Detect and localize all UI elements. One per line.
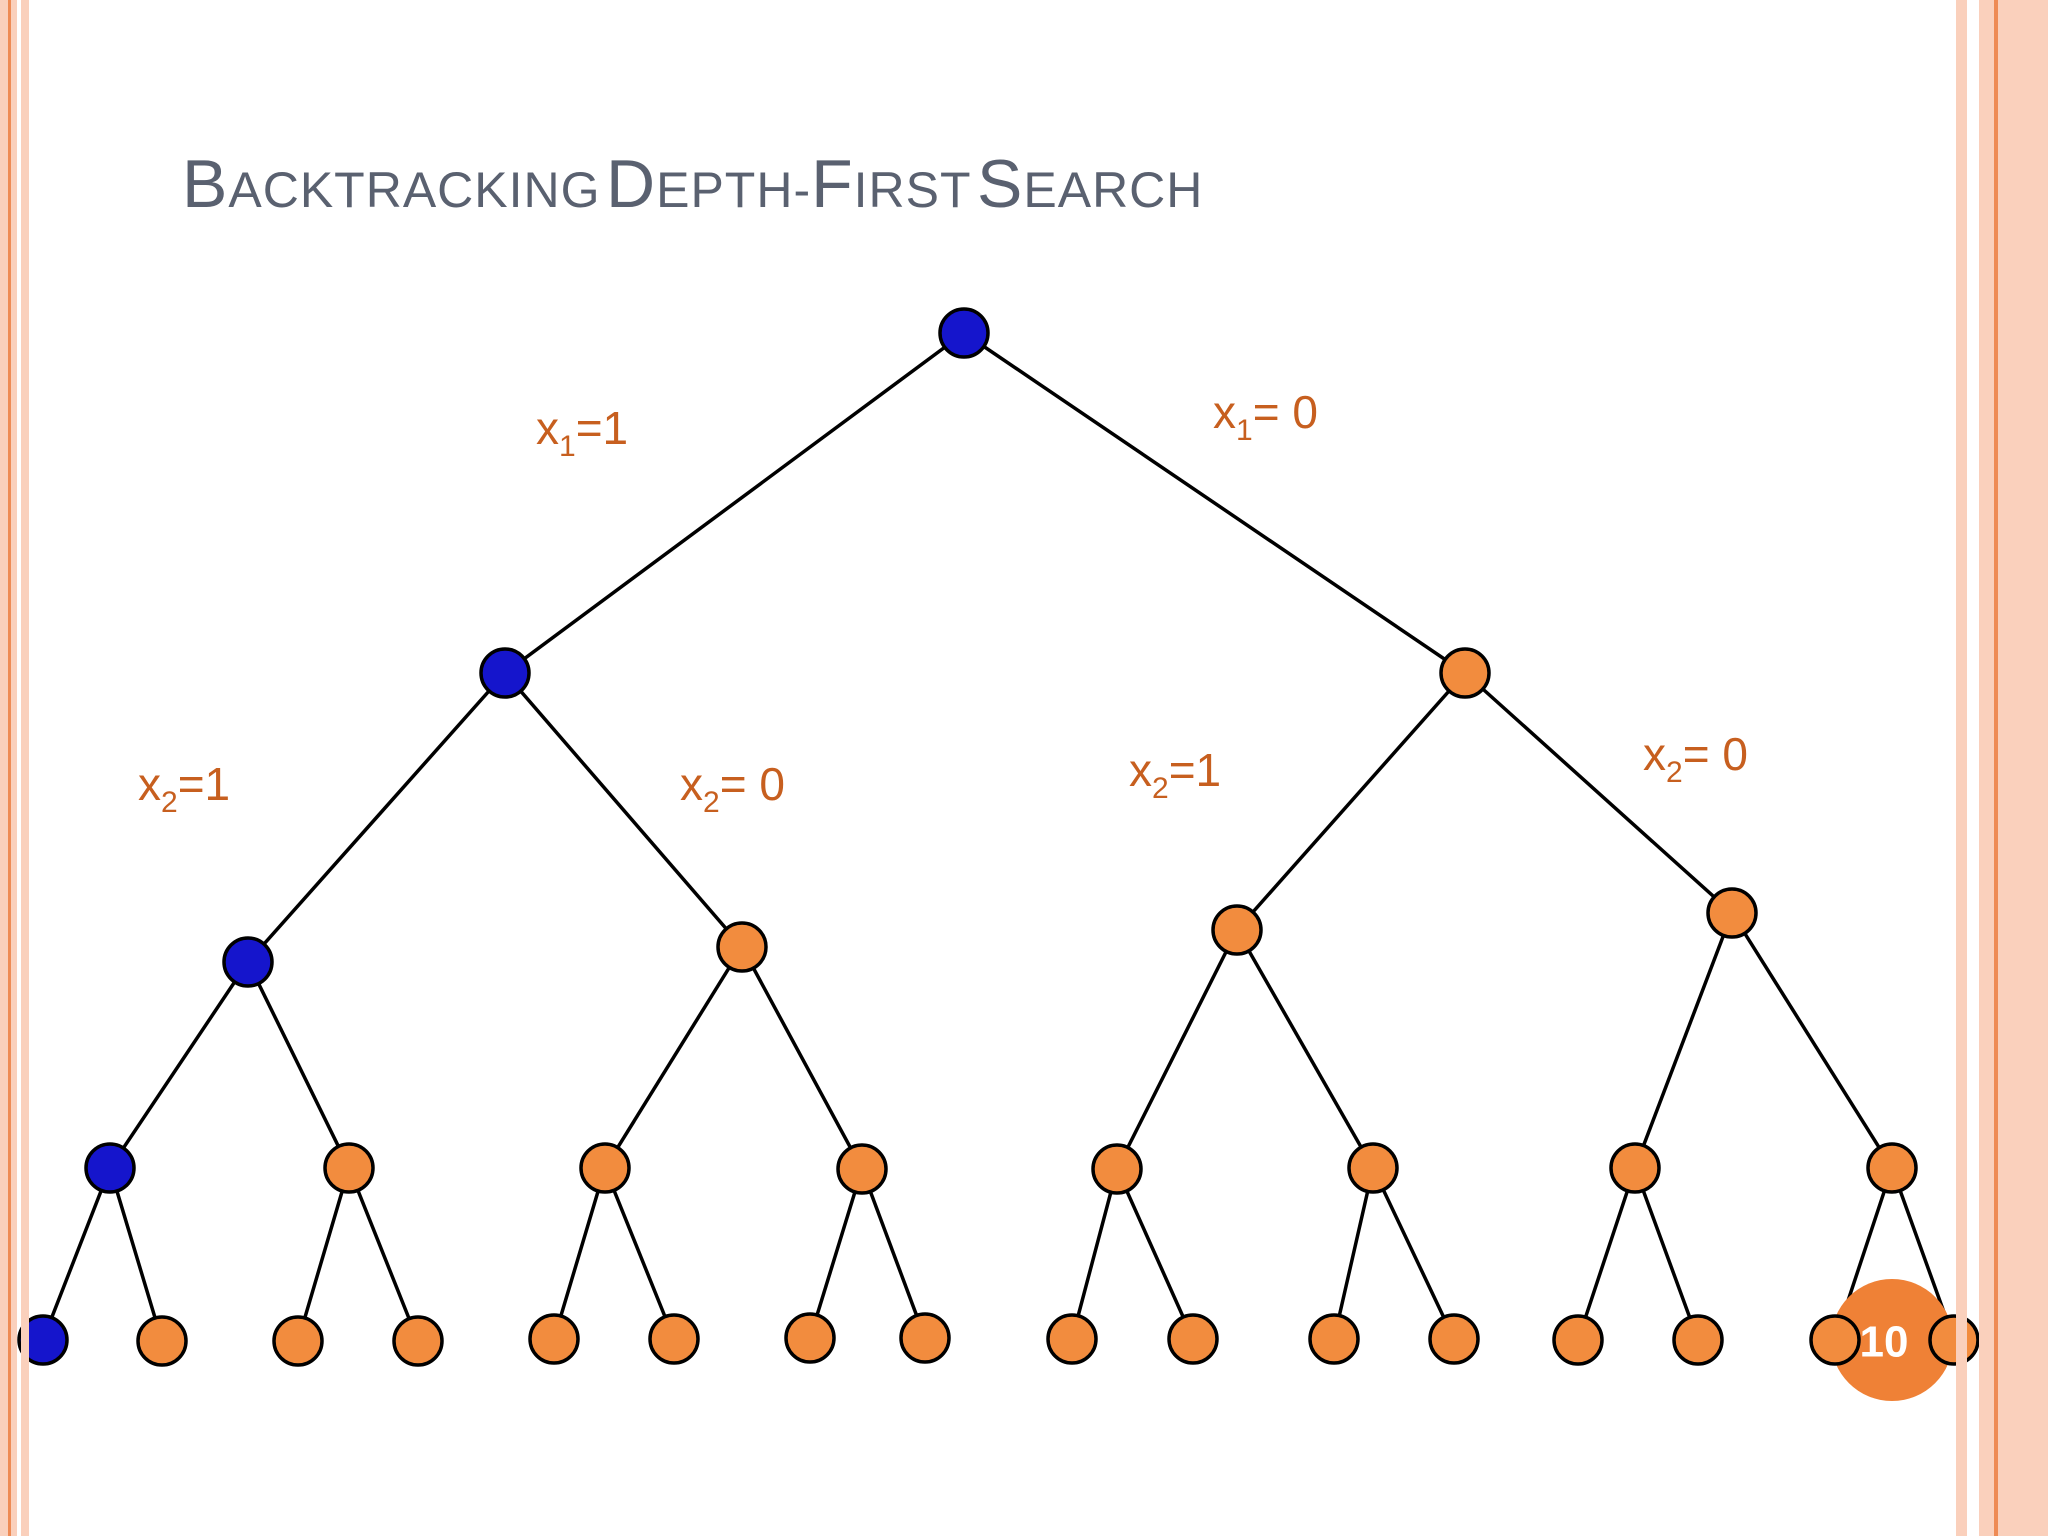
tree-node	[1308, 1313, 1360, 1365]
tree-node	[1347, 1142, 1399, 1194]
tree-node-visited	[479, 647, 531, 699]
tree-edge	[1633, 1167, 1700, 1341]
edge-label: x1=1	[536, 402, 628, 463]
tree-edge	[808, 1168, 864, 1339]
page-number-badge	[1831, 1279, 1953, 1401]
tree-edge	[41, 1167, 112, 1341]
page-number: 10	[1860, 1318, 1909, 1367]
tree-node	[1672, 1314, 1724, 1366]
tree-edge	[1463, 671, 1734, 915]
tree-node	[1809, 1314, 1861, 1366]
tree-edge	[246, 671, 507, 964]
tree-node	[716, 921, 768, 973]
tree-edge	[503, 331, 966, 675]
tree-node	[1609, 1142, 1661, 1194]
edge-label: x2=1	[1129, 744, 1221, 805]
tree-edge	[1576, 1167, 1637, 1341]
tree-node	[1866, 1142, 1918, 1194]
tree-edge	[603, 1167, 676, 1340]
tree-node	[1552, 1314, 1604, 1366]
edge-label: x2=1	[138, 758, 230, 819]
tree-edge	[1235, 671, 1467, 932]
title-small-caps: ACKTRACKING	[228, 162, 601, 218]
tree-edge	[503, 671, 744, 949]
tree-edge	[963, 331, 1466, 675]
tree-edge	[347, 1167, 420, 1342]
title-small-caps: IRST	[853, 162, 972, 218]
tree-node	[1091, 1143, 1143, 1195]
tree-node	[836, 1143, 888, 1195]
right-border-stripe	[1994, 0, 1998, 1536]
title-hyphen: -	[793, 162, 812, 218]
tree-edge	[108, 1167, 164, 1342]
tree-edge	[246, 961, 351, 1169]
tree-node	[1928, 1314, 1980, 1366]
right-border-stripe	[1956, 0, 1967, 1536]
tree-node	[1439, 647, 1491, 699]
left-border-stripe	[21, 0, 29, 1536]
tree-edge	[552, 1167, 607, 1340]
tree-edge	[603, 946, 744, 1169]
left-border-stripe	[8, 0, 11, 1536]
tree-node	[272, 1315, 324, 1367]
title-small-caps: EPTH	[656, 162, 794, 218]
title-small-caps: EARCH	[1023, 162, 1204, 218]
tree-edge	[1730, 912, 1894, 1169]
slide-title: BACKTRACKING DEPTH-FIRST SEARCH	[182, 148, 1203, 239]
tree-edge	[1235, 929, 1375, 1169]
tree-node	[1211, 904, 1263, 956]
title-initial-cap: B	[182, 146, 229, 222]
tree-edge	[860, 1168, 927, 1339]
tree-edge	[1070, 1168, 1119, 1340]
tree-edge	[1332, 1167, 1375, 1340]
tree-node-visited	[938, 307, 990, 359]
tree-node-visited	[222, 936, 274, 988]
tree-edge	[1115, 929, 1239, 1170]
tree-node	[648, 1313, 700, 1365]
tree-node	[579, 1142, 631, 1194]
tree-node	[323, 1142, 375, 1194]
edge-label: x1= 0	[1213, 386, 1318, 447]
tree-edge	[740, 946, 864, 1170]
tree-edge	[1371, 1167, 1456, 1340]
title-initial-cap: D	[605, 146, 657, 222]
tree-edge	[1115, 1168, 1195, 1340]
title-initial-cap: S	[977, 146, 1024, 222]
edge-label: x2= 0	[1643, 728, 1748, 789]
tree-node	[1046, 1313, 1098, 1365]
tree-node	[1428, 1313, 1480, 1365]
tree-node	[784, 1312, 836, 1364]
tree-node	[392, 1315, 444, 1367]
tree-edge	[108, 961, 250, 1169]
tree-node-visited	[84, 1142, 136, 1194]
right-border-stripe	[1979, 0, 2048, 1536]
tree-edge	[1633, 912, 1734, 1169]
edge-label: x2= 0	[680, 758, 785, 819]
title-initial-cap: F	[811, 146, 854, 222]
tree-edge	[296, 1167, 351, 1342]
tree-node	[899, 1312, 951, 1364]
tree-node	[1167, 1313, 1219, 1365]
tree-node	[136, 1315, 188, 1367]
tree-node-visited	[17, 1314, 69, 1366]
tree-node	[1706, 887, 1758, 939]
tree-node	[528, 1313, 580, 1365]
